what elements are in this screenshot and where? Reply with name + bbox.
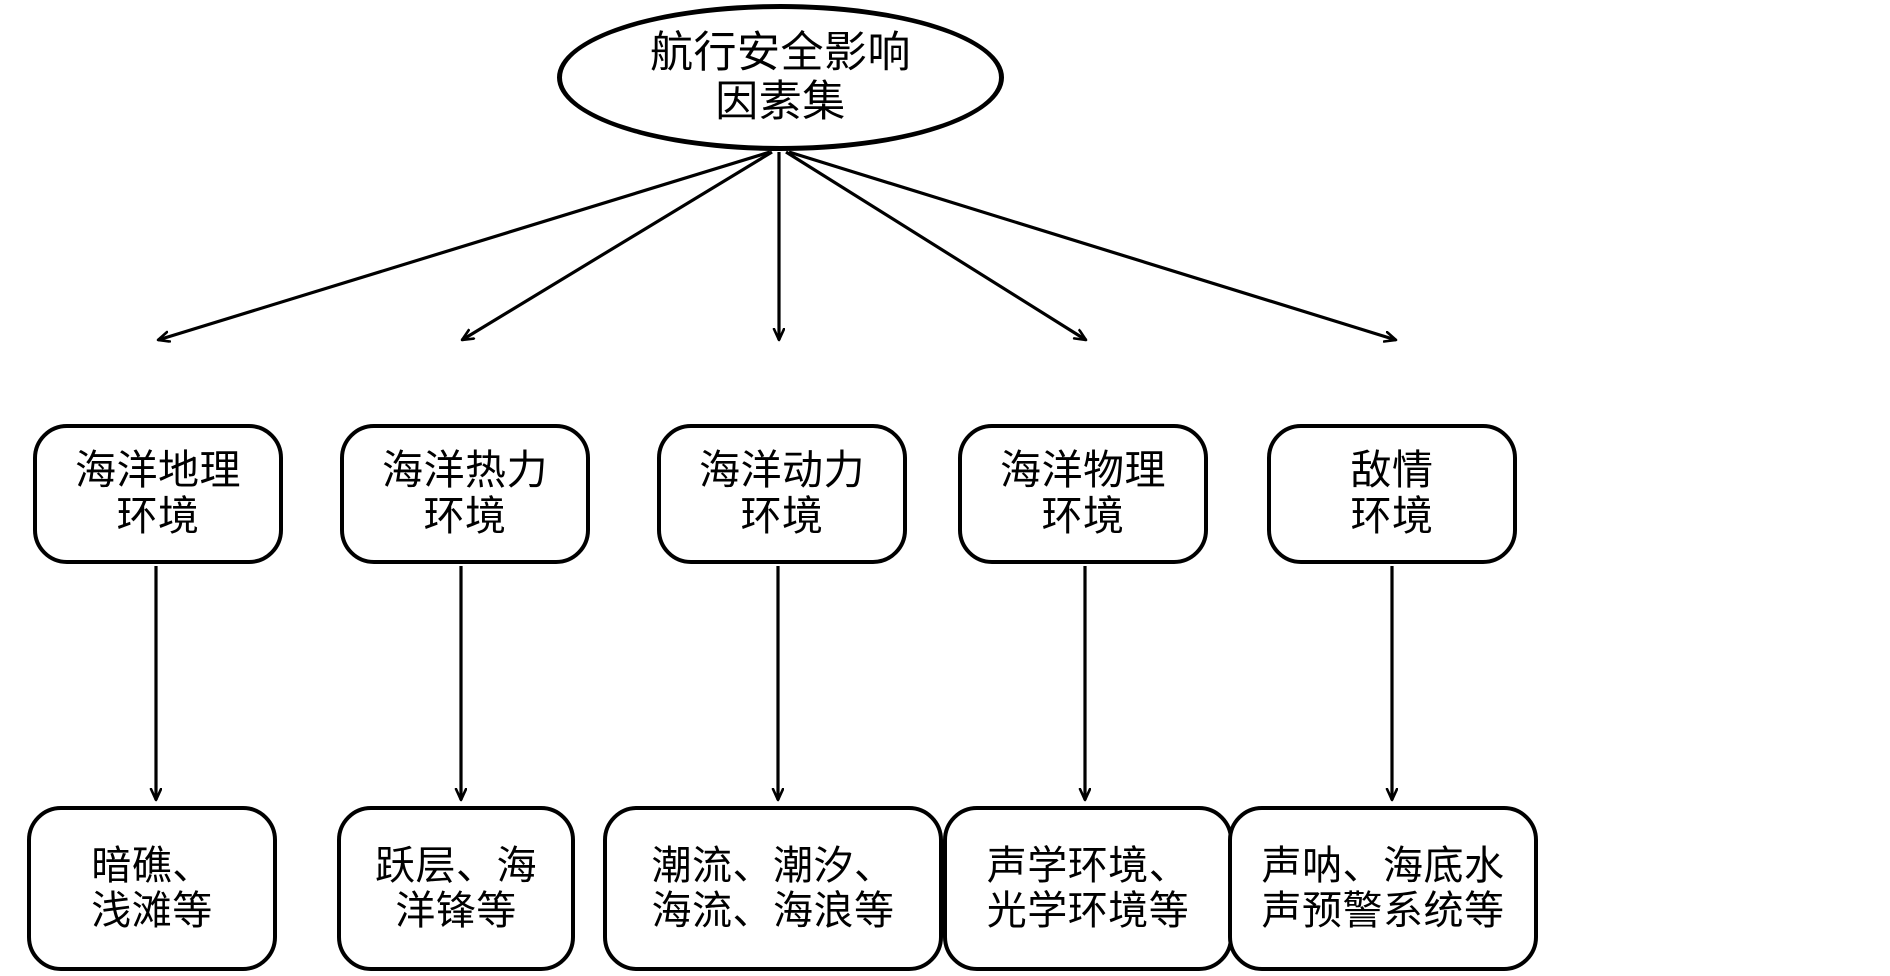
category-node-enemy-situation[interactable]: 敌情 环境 (1267, 424, 1517, 564)
detail-node-enemy-situation[interactable]: 声呐、海底水 声预警系统等 (1228, 806, 1538, 971)
detail-node-ocean-physics[interactable]: 声学环境、 光学环境等 (943, 806, 1233, 971)
detail-node-label: 声呐、海底水 声预警系统等 (1261, 842, 1505, 934)
root-node[interactable]: 航行安全影响 因素集 (557, 4, 1004, 151)
edge-root-to-cat-0 (158, 150, 771, 340)
root-node-label: 航行安全影响 因素集 (650, 28, 911, 127)
detail-node-label: 声学环境、 光学环境等 (986, 842, 1190, 934)
category-node-label: 敌情 环境 (1350, 446, 1434, 540)
edge-root-to-cat-3 (785, 150, 1086, 342)
detail-node-ocean-dynamics[interactable]: 潮流、潮汐、 海流、海浪等 (603, 806, 943, 971)
edge-root-to-cat-1 (462, 150, 773, 342)
detail-node-label: 跃层、海 洋锋等 (375, 842, 537, 934)
category-node-label: 海洋动力 环境 (699, 446, 865, 540)
detail-node-label: 暗礁、 浅滩等 (91, 842, 213, 934)
category-node-ocean-thermodynamics[interactable]: 海洋热力 环境 (340, 424, 590, 564)
edge-root-to-cat-4 (788, 150, 1396, 340)
detail-node-ocean-geography[interactable]: 暗礁、 浅滩等 (27, 806, 277, 971)
category-node-ocean-dynamics[interactable]: 海洋动力 环境 (657, 424, 907, 564)
category-node-label: 海洋物理 环境 (1000, 446, 1166, 540)
detail-node-ocean-thermodynamics[interactable]: 跃层、海 洋锋等 (337, 806, 575, 971)
category-node-ocean-physics[interactable]: 海洋物理 环境 (958, 424, 1208, 564)
detail-node-label: 潮流、潮汐、 海流、海浪等 (651, 842, 895, 934)
category-node-label: 海洋热力 环境 (382, 446, 548, 540)
category-node-ocean-geography[interactable]: 海洋地理 环境 (33, 424, 283, 564)
category-node-label: 海洋地理 环境 (75, 446, 241, 540)
